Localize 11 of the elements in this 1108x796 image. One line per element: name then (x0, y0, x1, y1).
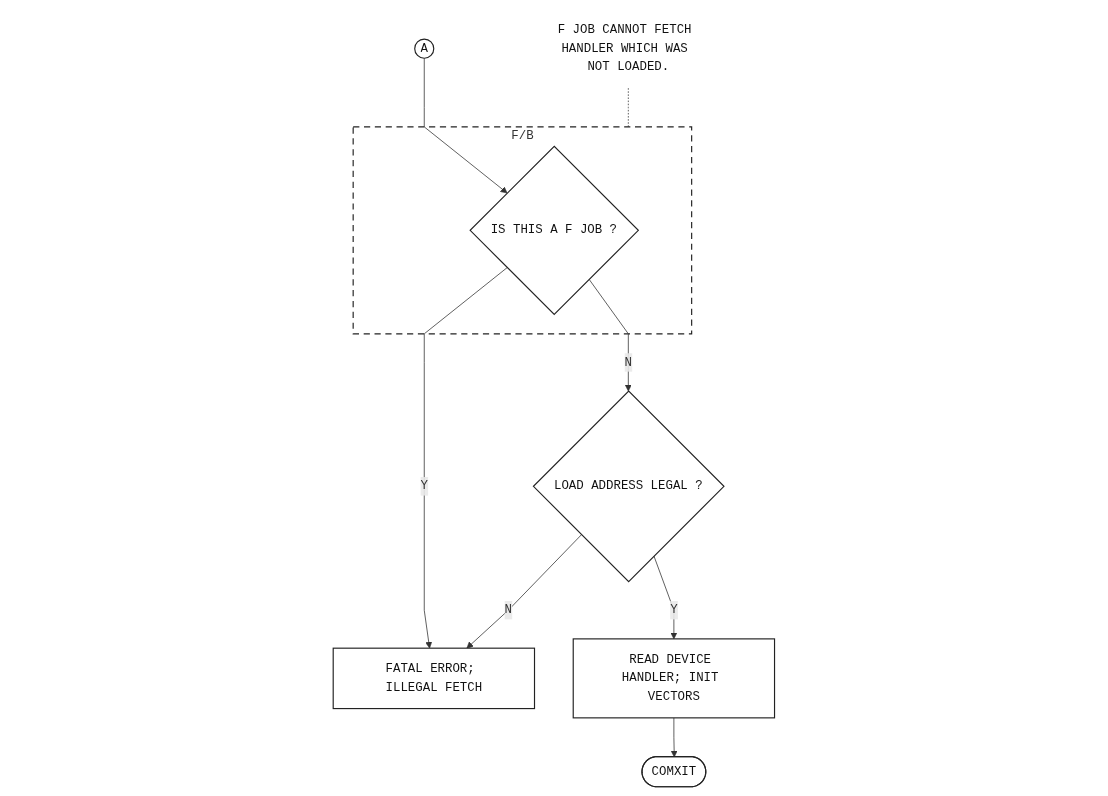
edge-label: Y (420, 479, 429, 494)
edge-label: N (504, 603, 513, 618)
node-diamond: LOAD ADDRESS LEGAL ? (532, 390, 725, 583)
connector (628, 87, 629, 128)
node-text: F JOB CANNOT FETCH HANDLER WHICH WAS NOT LOADED. (557, 23, 692, 75)
node-circle: A (414, 38, 435, 59)
edge-label: N (624, 355, 633, 370)
node-diamond: IS THIS A F JOB ? (469, 145, 640, 316)
edge-label: Y (670, 603, 678, 618)
node-box: FATAL ERROR; ILLEGAL FETCH (332, 647, 536, 710)
node-box: READ DEVICE HANDLER; INIT VECTORS (572, 638, 776, 719)
